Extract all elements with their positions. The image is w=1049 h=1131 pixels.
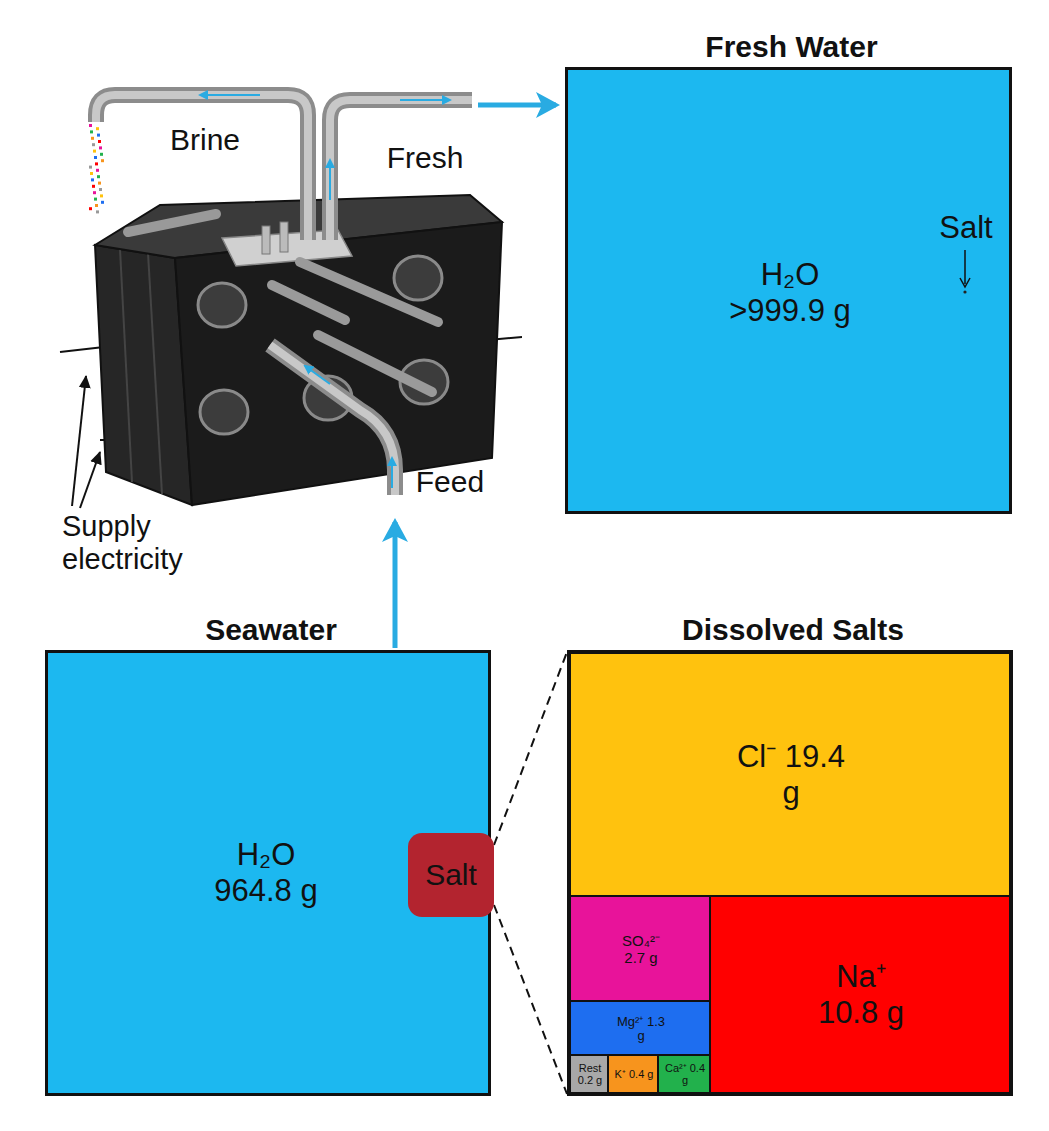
salt-drip: [96, 127, 99, 130]
salt-drip: [95, 162, 98, 165]
salt-dot: [963, 290, 966, 293]
top-stub: [262, 226, 270, 254]
salt-pointer-head: [960, 278, 970, 287]
salt-drip: [90, 172, 93, 175]
sulfate-box: SO₄²⁻ 2.7 g: [570, 896, 710, 1001]
salt-drip: [93, 191, 96, 194]
salt-drip: [91, 178, 94, 181]
box-heading: Seawater: [28, 613, 514, 648]
salt-drip: [90, 130, 93, 133]
salt-drip: [98, 182, 101, 185]
calcium-box: Ca²⁺ 0.4 g: [658, 1055, 710, 1093]
flow-arrow: [329, 160, 331, 200]
box-text: H₂O >999.9 g: [720, 257, 860, 328]
dissolved-salts-box: Dissolved SaltsCl⁻ 19.4 gSO₄²⁻ 2.7 gNa⁺ …: [567, 650, 1013, 1096]
brine-salt-drips: [89, 124, 104, 213]
salt-drip: [92, 185, 95, 188]
flow-arrow: [400, 99, 450, 101]
seawater-box: SeawaterH₂O 964.8 gSalt: [45, 650, 491, 1096]
salt-drip: [99, 188, 102, 191]
feed-pipe: [270, 345, 395, 495]
chloride-box: Cl⁻ 19.4 g: [570, 653, 1010, 896]
box-text: Salt: [411, 858, 491, 893]
salt-drip: [91, 137, 94, 140]
box-text: H₂O 964.8 g: [201, 837, 331, 908]
supply-electricity-label: Supply electricity: [62, 510, 222, 577]
flow-arrow: [305, 366, 330, 384]
drawing-ellipse: [394, 256, 442, 300]
salt-drip: [97, 134, 100, 137]
salt-drip: [92, 143, 95, 146]
pointer-arrow: [72, 376, 86, 506]
salt-drip: [100, 153, 103, 156]
salt-drip: [95, 204, 98, 207]
salt-drip: [101, 159, 104, 162]
salt-drip: [89, 207, 92, 210]
rest-box: Rest 0.2 g: [570, 1055, 608, 1093]
feed-pipe-highlight: [270, 345, 395, 495]
flow-arrow: [391, 458, 393, 488]
box-text: Cl⁻ 19.4 g: [736, 739, 846, 810]
salt-drip: [96, 210, 99, 213]
fresh-flow-arrow: [478, 103, 556, 108]
salt-drip: [89, 166, 92, 169]
box-text: Mg²⁺ 1.3 g: [613, 1015, 669, 1042]
fresh-water-box: Fresh WaterH₂O >999.9 gSalt: [565, 67, 1012, 514]
drawing-line: [60, 347, 104, 352]
magnesium-box: Mg²⁺ 1.3 g: [570, 1001, 710, 1055]
salt-drip: [97, 175, 100, 178]
salt-drip: [101, 201, 104, 204]
port-holes: [198, 256, 448, 434]
drawing-line: [272, 285, 345, 320]
box-text: Rest 0.2 g: [573, 1063, 607, 1086]
box-text: Na⁺ 10.8 g: [806, 959, 916, 1030]
salt-drip: [94, 156, 97, 159]
top-stub: [280, 222, 288, 252]
panel-seam: [148, 253, 162, 494]
salt-pointer: [964, 250, 966, 284]
fresh-pipe: [330, 100, 472, 240]
salt-drip: [98, 140, 101, 143]
salt-drip: [100, 194, 103, 197]
salt-drip: [94, 198, 97, 201]
fresh-pipe-highlight: [330, 100, 472, 240]
salt-drip: [89, 124, 92, 127]
salt-drip: [96, 169, 99, 172]
box-heading: Dissolved Salts: [550, 613, 1036, 648]
feed-label: Feed: [416, 465, 484, 500]
box-text: Salt: [921, 210, 1011, 246]
zoom-connector: [494, 652, 567, 1094]
box-text: SO₄²⁻ 2.7 g: [610, 932, 672, 967]
drawing-ellipse: [200, 390, 248, 434]
drawing-ellipse: [198, 283, 246, 327]
potassium-box: K⁺ 0.4 g: [608, 1055, 658, 1093]
salt-drip: [93, 150, 96, 153]
salt-box: Salt: [408, 833, 494, 917]
brine-pipe-highlight: [96, 95, 308, 240]
brine-pipe: [96, 95, 308, 240]
drawing-line: [300, 262, 438, 322]
pointer-arrow: [80, 452, 100, 508]
box-heading: Fresh Water: [548, 30, 1035, 65]
fresh-label: Fresh: [387, 141, 464, 176]
flow-arrow: [200, 94, 260, 96]
feed-flow-arrow: [393, 522, 398, 648]
salt-drip: [99, 146, 102, 149]
box-text: Ca²⁺ 0.4 g: [662, 1063, 708, 1086]
sodium-box: Na⁺ 10.8 g: [710, 896, 1010, 1093]
box-text: K⁺ 0.4 g: [612, 1069, 656, 1081]
housing-front: [175, 222, 502, 505]
panel-seam: [120, 249, 132, 482]
brine-label: Brine: [170, 123, 240, 158]
side-rod: [128, 214, 216, 232]
